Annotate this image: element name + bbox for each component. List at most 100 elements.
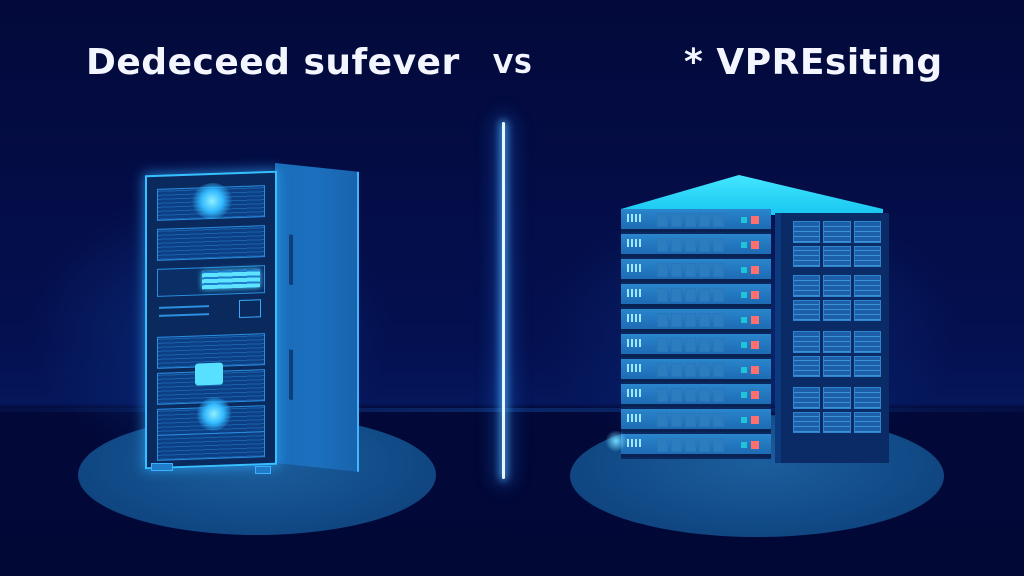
bay	[657, 263, 668, 277]
vent	[853, 411, 881, 433]
bay	[699, 313, 710, 327]
vent	[793, 411, 821, 433]
bay	[671, 313, 682, 327]
side-vent-grid	[793, 387, 881, 433]
unit-label	[627, 364, 643, 372]
status-led-red	[751, 391, 759, 399]
rack-unit	[621, 259, 771, 282]
drive-bay	[157, 225, 265, 261]
bay	[671, 388, 682, 402]
control-line	[159, 305, 209, 309]
vent	[823, 355, 851, 377]
status-led-cyan	[741, 317, 747, 323]
status-led-cyan	[741, 292, 747, 298]
bay	[699, 263, 710, 277]
control-panel	[157, 297, 263, 327]
vent	[853, 275, 881, 297]
bay	[671, 413, 682, 427]
bay	[713, 263, 724, 277]
status-led-cyan	[741, 267, 747, 273]
bay	[657, 288, 668, 302]
side-vent-grid	[793, 221, 881, 267]
vent	[793, 331, 821, 353]
bay	[685, 438, 696, 452]
status-led-cyan	[741, 367, 747, 373]
bay	[713, 213, 724, 227]
vent	[853, 355, 881, 377]
status-led-cyan	[741, 242, 747, 248]
bay	[699, 288, 710, 302]
server-front-panel	[145, 170, 277, 470]
vent	[853, 387, 881, 409]
unit-label	[627, 214, 643, 222]
bay	[713, 438, 724, 452]
display-panel	[157, 265, 265, 297]
glow-light	[195, 362, 223, 386]
vent	[793, 221, 821, 243]
vs-label: VS	[493, 50, 533, 80]
vent	[793, 299, 821, 321]
rack-unit	[621, 384, 771, 407]
unit-label	[627, 389, 643, 397]
bay	[657, 438, 668, 452]
vent	[823, 299, 851, 321]
bay	[699, 238, 710, 252]
side-handle	[289, 349, 293, 400]
floor-horizon	[0, 408, 1024, 412]
bay	[713, 363, 724, 377]
rack-unit	[621, 209, 771, 232]
status-led-red	[751, 341, 759, 349]
bay	[671, 363, 682, 377]
bay	[713, 413, 724, 427]
bay	[713, 238, 724, 252]
glow-light	[605, 430, 627, 452]
unit-label	[627, 314, 643, 322]
bay	[699, 413, 710, 427]
rack-unit	[621, 309, 771, 332]
vent	[823, 331, 851, 353]
control-line	[159, 313, 209, 317]
bay	[657, 338, 668, 352]
vent	[853, 331, 881, 353]
bay	[685, 263, 696, 277]
status-led-red	[751, 291, 759, 299]
side-vent-grid	[793, 275, 881, 321]
bay	[657, 313, 668, 327]
bay	[699, 438, 710, 452]
vent	[793, 387, 821, 409]
bay	[671, 338, 682, 352]
vent	[793, 355, 821, 377]
status-led-red	[751, 441, 759, 449]
bay	[657, 413, 668, 427]
bay	[657, 213, 668, 227]
vent	[823, 275, 851, 297]
status-led-red	[751, 416, 759, 424]
bay	[671, 263, 682, 277]
status-led-cyan	[741, 417, 747, 423]
bay	[685, 363, 696, 377]
rack-unit	[621, 434, 771, 457]
vent	[823, 387, 851, 409]
status-led-red	[751, 241, 759, 249]
bay	[713, 288, 724, 302]
unit-label	[627, 264, 643, 272]
dedicated-server-illustration	[145, 163, 360, 475]
control-box	[239, 299, 261, 319]
vent	[823, 245, 851, 267]
bay	[699, 363, 710, 377]
unit-label	[627, 414, 643, 422]
status-led-cyan	[741, 217, 747, 223]
vent	[793, 275, 821, 297]
status-led-cyan	[741, 442, 747, 448]
status-led-cyan	[741, 392, 747, 398]
vent	[853, 299, 881, 321]
server-front-stack	[621, 209, 771, 459]
bay	[671, 238, 682, 252]
bay	[713, 338, 724, 352]
bay	[685, 213, 696, 227]
rack-unit	[621, 234, 771, 257]
server-foot	[151, 463, 173, 471]
vent	[853, 245, 881, 267]
unit-label	[627, 339, 643, 347]
right-title: * VPREsiting	[684, 42, 943, 83]
